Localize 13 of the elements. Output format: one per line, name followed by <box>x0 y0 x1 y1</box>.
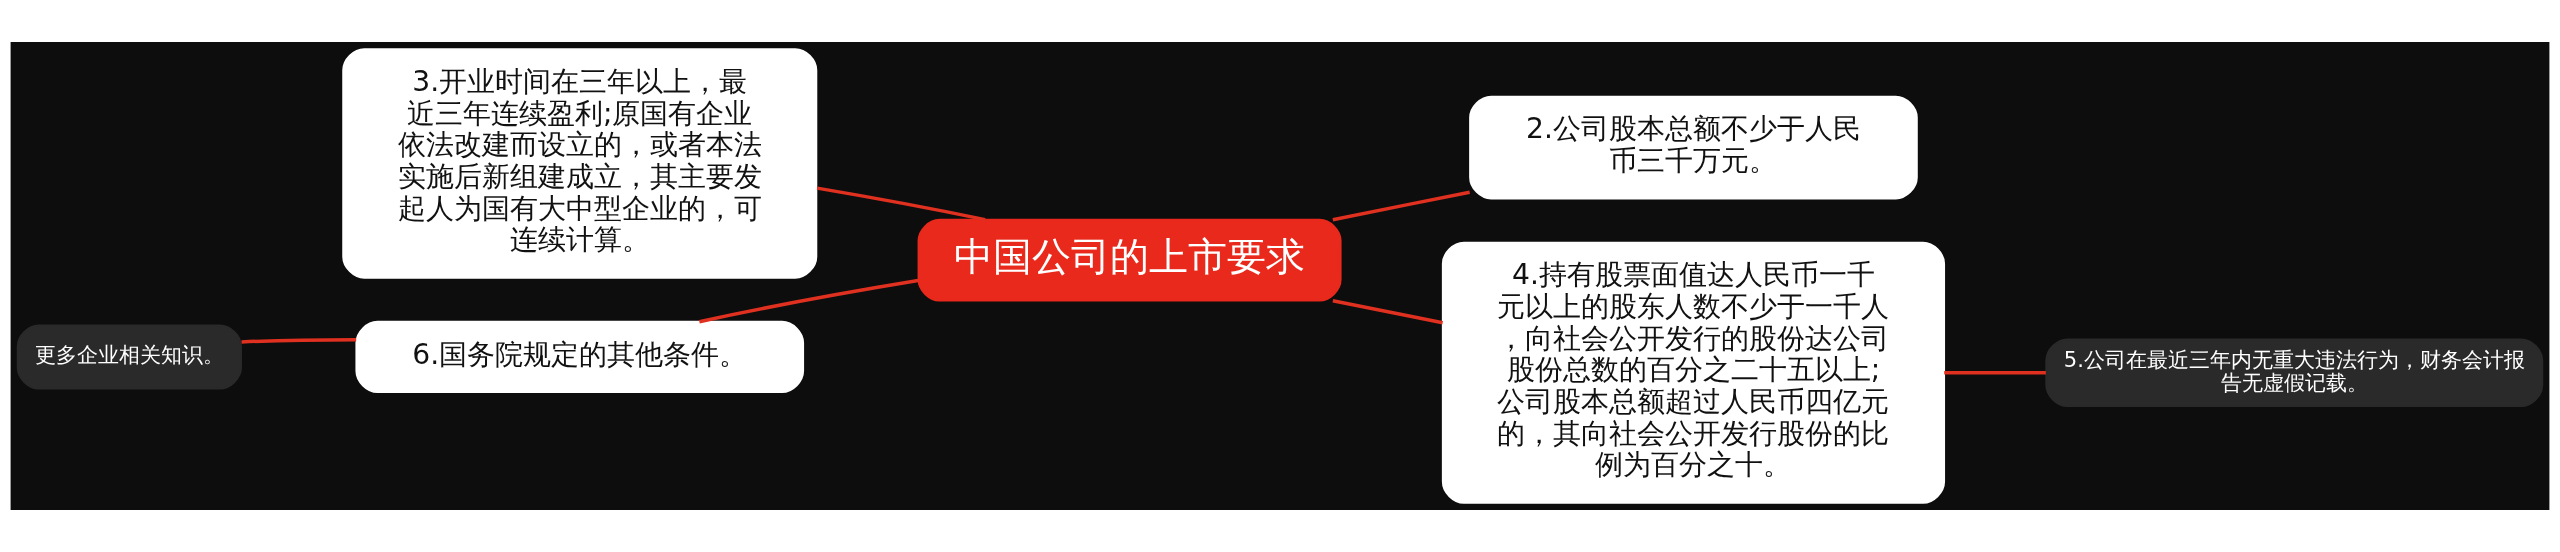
node-box: 4.持有股票面值达人民币一千元以上的股东人数不少于一千人，向社会公开发行的股份达公司股份总数的百分之二十五以上;公司股本总额超过人民币四亿元的，其向社会公开发行股份的比例为百分之十。 <box>1441 241 1946 504</box>
connector <box>1332 190 1470 222</box>
connector <box>699 278 919 324</box>
connector <box>816 186 986 222</box>
node-box: 3.开业时间在三年以上，最近三年连续盈利;原国有企业依法改建而设立的，或者本法实施后新组建成立，其主要发起人为国有大中型企业的，可连续计算。 <box>342 48 818 279</box>
connector <box>1332 298 1443 325</box>
node-box: 中国公司的上市要求 <box>917 218 1342 302</box>
node-box: 6.国务院规定的其他条件。 <box>355 320 805 393</box>
connector <box>241 338 357 344</box>
node-box: 5.公司在最近三年内无重大违法行为，财务会计报告无虚假记载。 <box>2045 338 2544 408</box>
node-box: 更多企业相关知识。 <box>16 324 242 390</box>
connector <box>1944 371 2046 375</box>
node-box: 2.公司股本总额不少于人民币三千万元。 <box>1469 95 1918 200</box>
